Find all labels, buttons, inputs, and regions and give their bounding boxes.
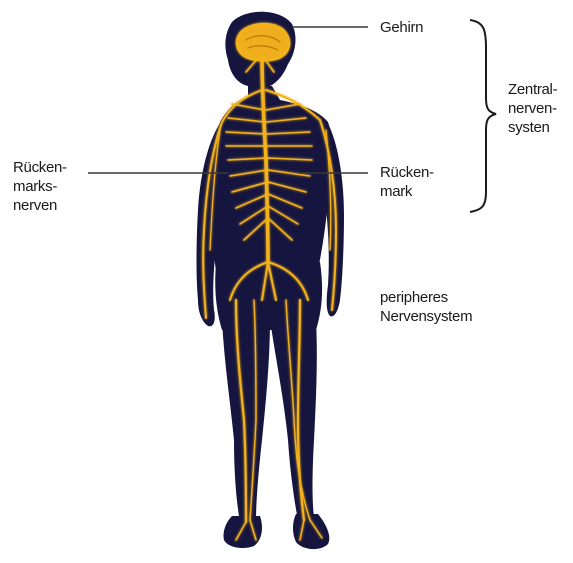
spinal-nerves-line-2: marks- — [13, 177, 67, 196]
pns-label: peripheres Nervensystem — [380, 288, 472, 326]
brain-label-text: Gehirn — [380, 18, 423, 37]
cns-label-line-2: nerven- — [508, 99, 557, 118]
brain-label: Gehirn — [380, 18, 423, 37]
brain-shape — [237, 24, 289, 60]
cns-label-line-3: systen — [508, 118, 557, 137]
pns-line-2: Nervensystem — [380, 307, 472, 326]
spinal-cord-label: Rücken- mark — [380, 163, 434, 201]
cns-brace — [470, 20, 496, 212]
pns-line-1: peripheres — [380, 288, 472, 307]
spinal-nerves-label: Rücken- marks- nerven — [13, 158, 67, 215]
spinal-cord-line-1: Rücken- — [380, 163, 434, 182]
spinal-nerves-line-3: nerven — [13, 196, 67, 215]
spinal-nerves-line-1: Rücken- — [13, 158, 67, 177]
cns-label: Zentral- nerven- systen — [508, 80, 557, 137]
spinal-cord-line-2: mark — [380, 182, 434, 201]
cns-label-line-1: Zentral- — [508, 80, 557, 99]
